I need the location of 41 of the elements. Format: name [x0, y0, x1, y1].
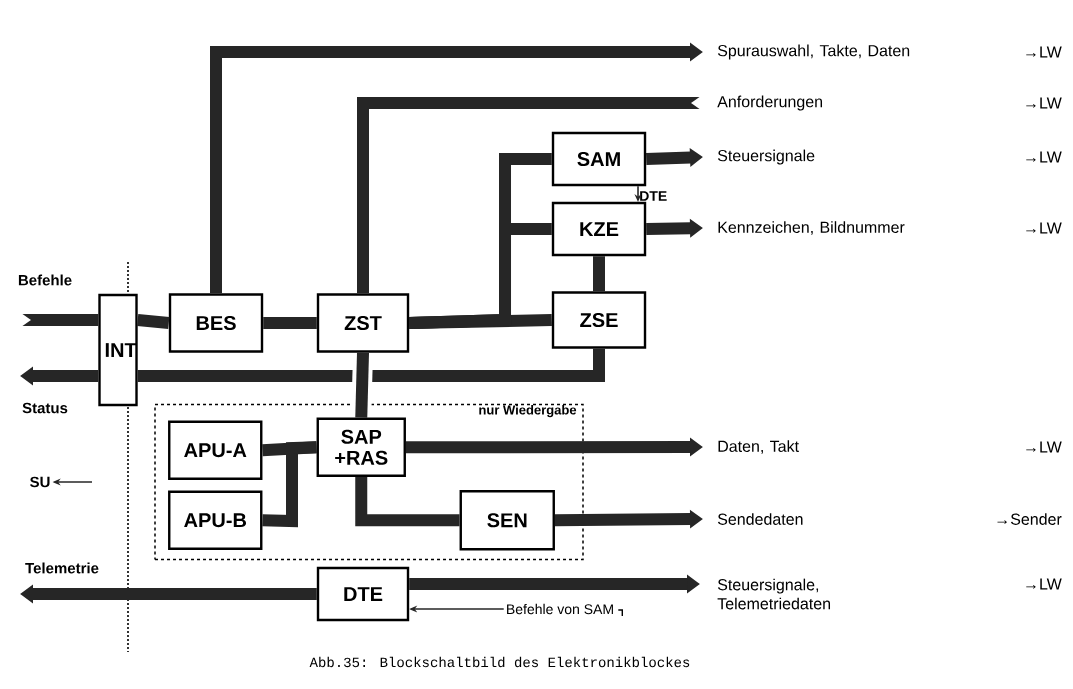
signal-label: Status [22, 402, 68, 414]
block-box: SEN [459, 490, 555, 551]
signal-label: DTE [640, 191, 667, 201]
signal-label: Anforderungen [717, 95, 822, 111]
bus-line [137, 348, 605, 382]
block-box: DTE [316, 566, 410, 622]
signal-label: SU [30, 476, 50, 488]
destination-label: →LW [1026, 578, 1062, 590]
destination-label: →LW [1026, 97, 1062, 109]
block-box: KZE [551, 201, 647, 257]
bus-line [409, 223, 552, 329]
signal-label: Befehle [18, 274, 72, 286]
destination-label: →Sender [997, 513, 1062, 525]
bus-line [137, 314, 170, 329]
block-box: ZSE [551, 291, 647, 349]
signal-label: Steuersignale [717, 149, 815, 165]
signal-label: Befehle von SAM [507, 603, 623, 617]
signal-label: Daten, Takt [718, 440, 799, 454]
block-box: SAM [551, 131, 647, 187]
bus-arrow [357, 96, 701, 294]
bus-line [262, 441, 317, 528]
bus-arrow [21, 313, 99, 327]
block-box: APU-B [168, 490, 263, 550]
frame-heading: nur Wiedergabe [479, 404, 577, 418]
signal-label: Spurauswahl, Takte, Daten [717, 44, 910, 60]
bus-line [351, 352, 373, 418]
destination-label: →LW [1026, 46, 1062, 58]
signal-label: Kennzeichen, Bildnummer [718, 221, 905, 235]
bus-line [263, 317, 317, 329]
destination-label: →LW [1026, 441, 1062, 453]
destination-label: →LW [1026, 151, 1062, 163]
caption: Abb.35: Blockschaltbild des Elektronikblockes [309, 656, 690, 668]
bus-line [593, 256, 605, 292]
block-box: SAP +RAS [316, 417, 406, 477]
block-box: BES [168, 293, 264, 353]
block-box: ZST [316, 293, 410, 353]
signal-label: Sendedaten [717, 513, 803, 525]
destination-label: →LW [1026, 222, 1062, 234]
block-box: APU-A [168, 420, 263, 480]
signal-label: Steuersignale, Telemetriedaten [717, 578, 830, 610]
signal-label: Telemetrie [25, 562, 99, 574]
